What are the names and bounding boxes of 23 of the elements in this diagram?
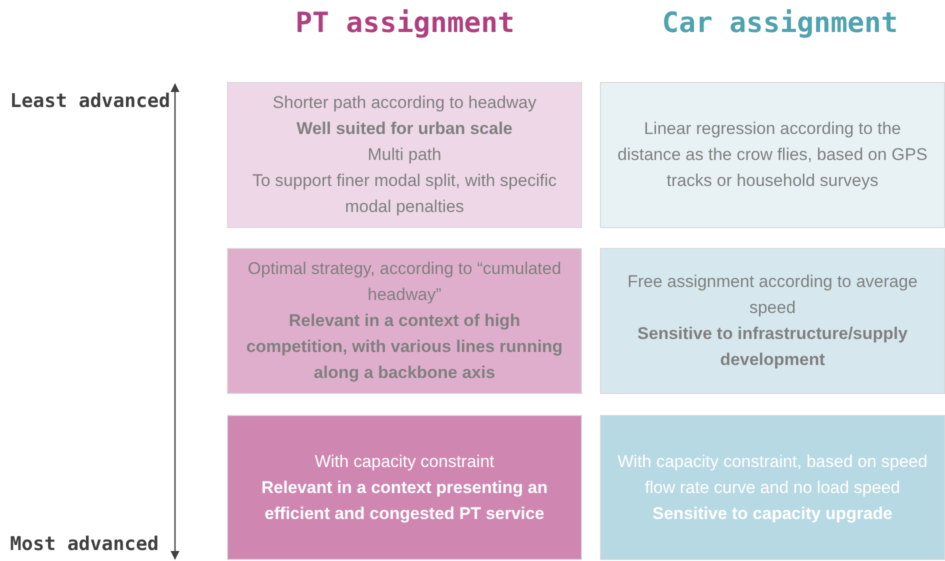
card-highlight: Sensitive to infrastructure/supply development (636, 323, 909, 371)
card-highlight: Sensitive to capacity upgrade (652, 502, 892, 525)
method-card (600, 415, 945, 560)
method-card (600, 248, 945, 394)
method-card (227, 82, 582, 228)
card-highlight: Well suited for urban scale (296, 118, 513, 140)
method-card (600, 82, 945, 228)
method-card (227, 415, 582, 560)
card-description: With capacity constraint, based on speed flow rate curve and no load speed (616, 450, 928, 498)
card-description: Shorter path according to headway (272, 92, 536, 114)
card-description: Linear regression according to the distance as the crow flies, based on GPS tracks or household surveys (616, 118, 928, 192)
card-highlight: Relevant in a context of high competition, with various lines running along a backbone axis (245, 310, 564, 384)
column-heading: PT assignment (295, 6, 515, 39)
card-description: Free assignment according to average speed (626, 271, 919, 319)
scale-label: Least advanced (10, 90, 170, 112)
method-card (227, 248, 582, 394)
card-description: Multi path (368, 144, 442, 166)
scale-label: Most advanced (10, 533, 159, 555)
card-description: To support finer modal split, with specific modal penalties (251, 170, 558, 218)
card-description: Optimal strategy, according to “cumulated headway” (246, 258, 562, 306)
card-highlight: Relevant in a context presenting an efficient and congested PT service (260, 476, 549, 525)
card-description: With capacity constraint (314, 450, 494, 472)
column-heading: Car assignment (662, 6, 898, 39)
